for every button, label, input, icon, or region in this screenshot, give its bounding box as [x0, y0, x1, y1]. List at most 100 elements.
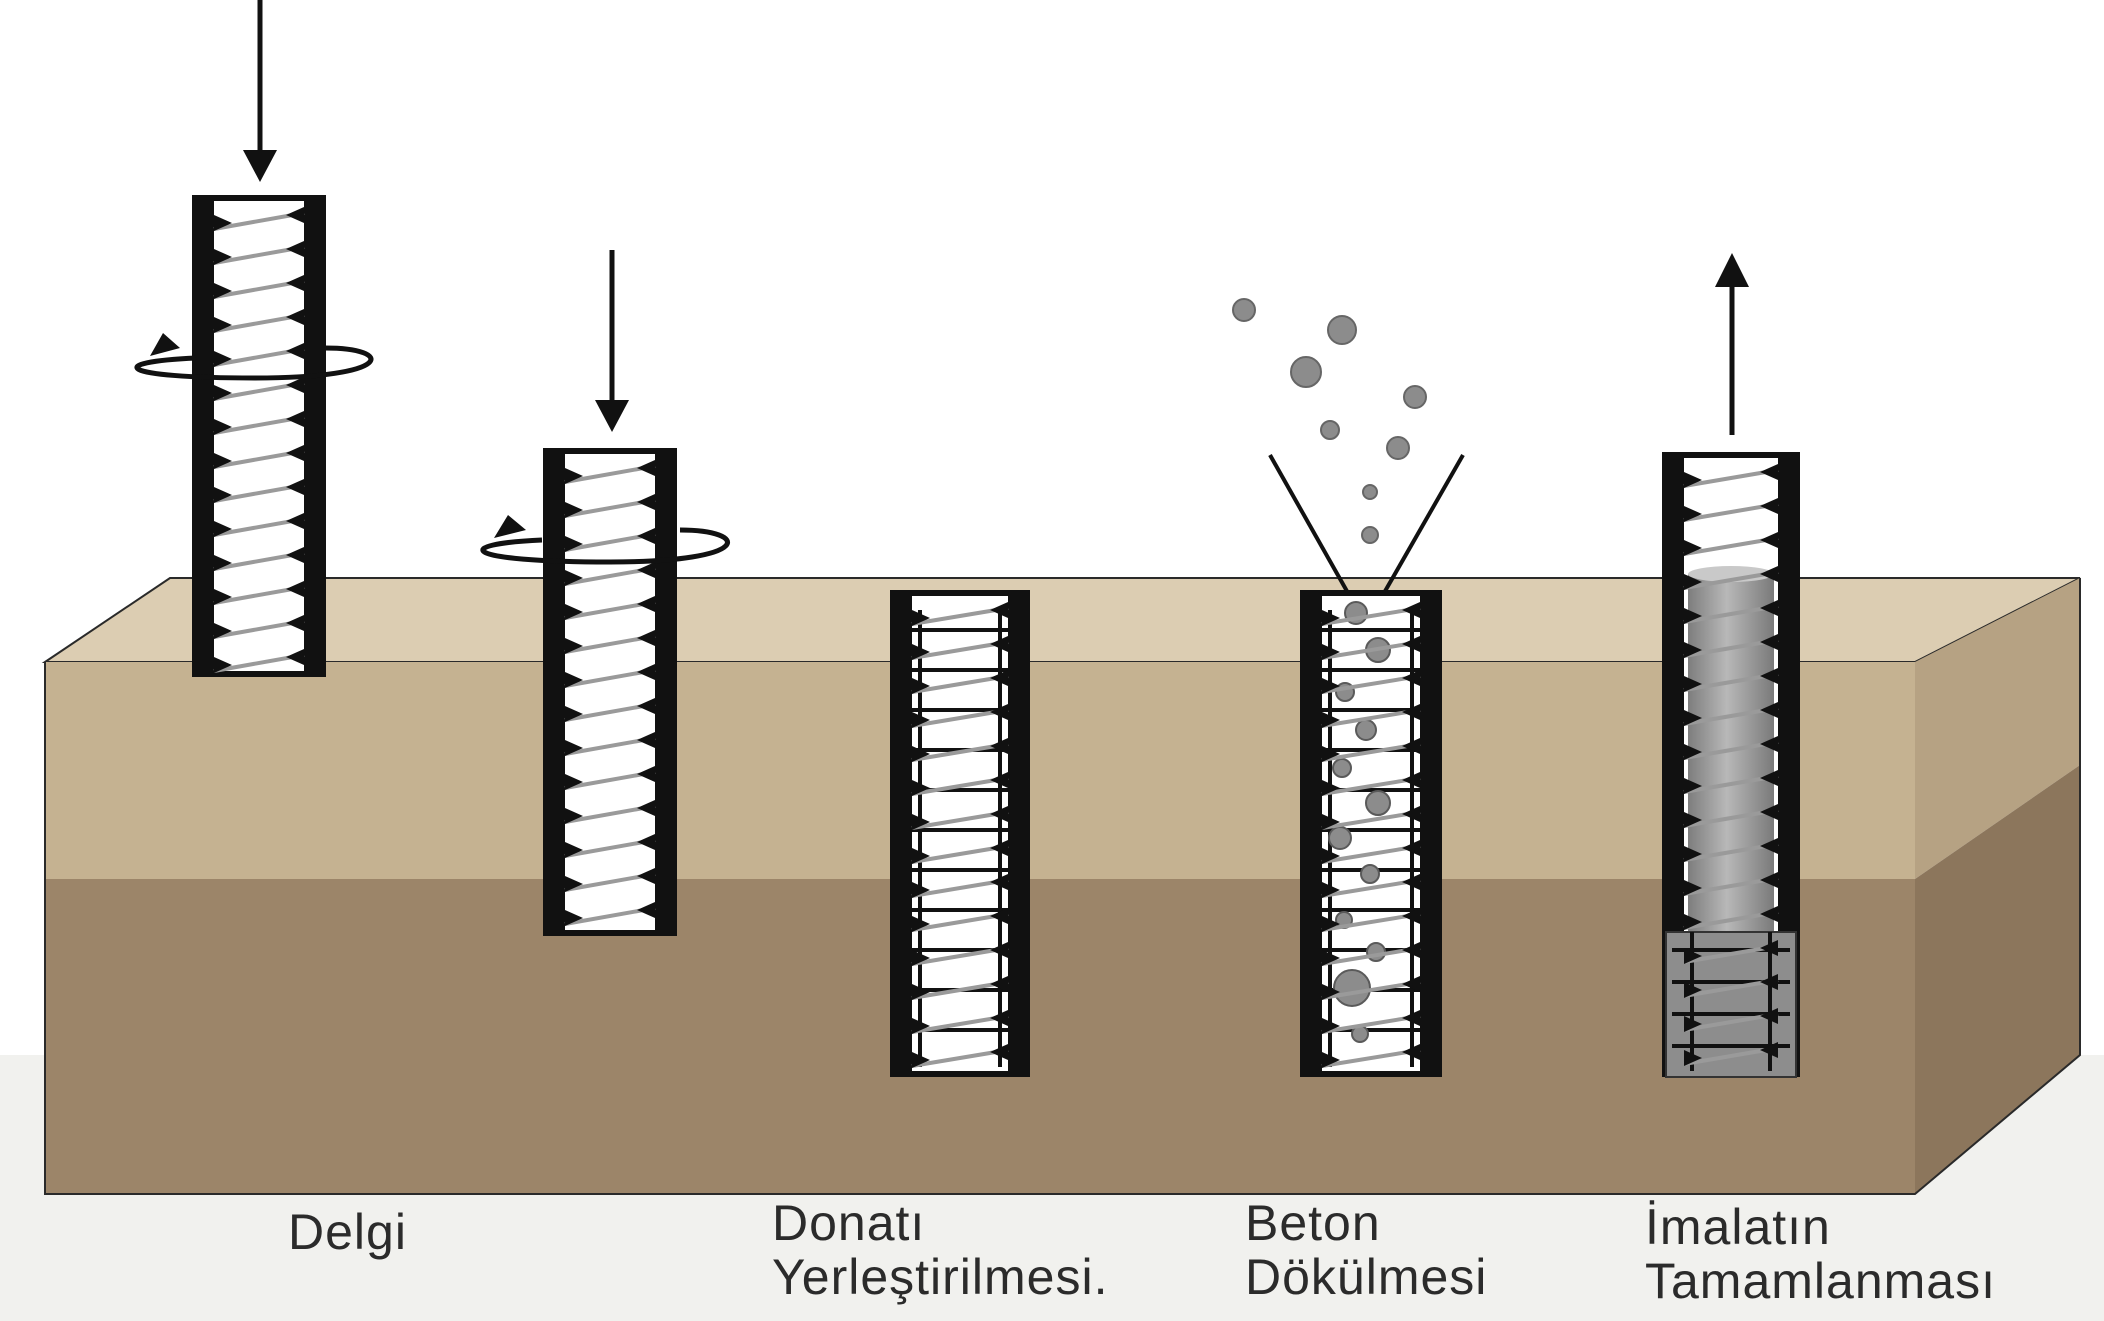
auger-tooth	[1322, 984, 1340, 1000]
auger-tooth	[1760, 566, 1778, 582]
auger-tooth	[1684, 846, 1702, 862]
auger-tooth	[1684, 812, 1702, 828]
auger-tooth	[1402, 1044, 1420, 1060]
auger-tooth	[214, 555, 232, 571]
auger-tooth	[1322, 712, 1340, 728]
auger-tooth	[1760, 804, 1778, 820]
concrete-funnel	[1268, 454, 1465, 594]
auger-tooth	[637, 630, 655, 646]
auger-tooth	[565, 468, 583, 484]
step-label-beton: Beton Dökülmesi	[1245, 1196, 1487, 1304]
auger-tooth	[286, 479, 304, 495]
auger-tooth	[1684, 982, 1702, 998]
concrete-drop-icon	[1362, 484, 1378, 500]
step-label-line: Delgi	[288, 1204, 407, 1260]
auger-tooth	[912, 848, 930, 864]
auger-tooth	[1760, 668, 1778, 684]
aggregate-particle	[1328, 826, 1352, 850]
ground-right-side-upper	[1915, 578, 2080, 879]
auger-tooth	[1760, 1008, 1778, 1024]
step-label-donati: Donatı Yerleştirilmesi.	[772, 1196, 1108, 1304]
auger-tooth	[286, 343, 304, 359]
auger-tooth	[1760, 1042, 1778, 1058]
auger-tooth	[912, 814, 930, 830]
ground-right-side-lower	[1915, 765, 2080, 1194]
auger-tooth	[912, 950, 930, 966]
auger-tooth	[565, 570, 583, 586]
aggregate-particle	[1365, 790, 1391, 816]
auger-tooth	[565, 876, 583, 892]
auger-core	[565, 454, 655, 930]
auger-tooth	[1322, 882, 1340, 898]
auger-tooth	[990, 976, 1008, 992]
auger-tooth	[1684, 506, 1702, 522]
auger-tooth	[990, 908, 1008, 924]
auger-tooth	[214, 521, 232, 537]
auger-tooth	[990, 636, 1008, 652]
auger-imalat	[1662, 452, 1800, 1078]
auger-tooth	[912, 780, 930, 796]
auger-tooth	[1402, 602, 1420, 618]
auger-tooth	[286, 241, 304, 257]
auger-tooth	[1402, 874, 1420, 890]
auger-tooth	[637, 732, 655, 748]
auger-tooth	[990, 942, 1008, 958]
auger-tooth	[1402, 908, 1420, 924]
auger-tooth	[286, 275, 304, 291]
auger-tooth	[1402, 636, 1420, 652]
auger-tooth	[990, 704, 1008, 720]
auger-tooth	[1684, 642, 1702, 658]
auger-tooth	[990, 772, 1008, 788]
rotation-arrow-icon	[480, 515, 730, 565]
auger-tooth	[214, 249, 232, 265]
auger-tooth	[214, 385, 232, 401]
auger-tooth	[912, 746, 930, 762]
auger-tooth	[565, 740, 583, 756]
auger-tooth	[1402, 738, 1420, 754]
auger-tooth	[565, 502, 583, 518]
auger-tooth	[214, 453, 232, 469]
auger-tooth	[1684, 1016, 1702, 1032]
aggregate-particle	[1332, 758, 1352, 778]
auger-tooth	[1684, 608, 1702, 624]
step-label-delgi: Delgi	[288, 1205, 407, 1259]
ground-outline	[44, 578, 2081, 1195]
auger-tooth	[565, 604, 583, 620]
concrete-drop-icon	[1403, 385, 1427, 409]
auger-tooth	[1322, 644, 1340, 660]
auger-tooth	[637, 834, 655, 850]
auger-tooth	[1760, 702, 1778, 718]
auger-tooth	[1684, 778, 1702, 794]
auger-tooth	[565, 842, 583, 858]
auger-tooth	[1402, 976, 1420, 992]
auger-tooth	[1760, 498, 1778, 514]
auger-tooth	[637, 562, 655, 578]
auger-tooth	[1684, 574, 1702, 590]
auger-tooth	[637, 766, 655, 782]
auger-tooth	[912, 916, 930, 932]
auger-tooth	[1760, 736, 1778, 752]
auger-donati-drilling	[543, 448, 677, 936]
auger-delgi	[192, 195, 326, 677]
auger-tooth	[214, 589, 232, 605]
auger-tooth	[1322, 1018, 1340, 1034]
auger-tooth	[1684, 744, 1702, 760]
auger-tooth	[1402, 704, 1420, 720]
auger-tooth	[1760, 974, 1778, 990]
step-label-line: Beton	[1245, 1195, 1381, 1251]
auger-tooth	[286, 649, 304, 665]
aggregate-particle	[1360, 864, 1380, 884]
auger-tooth	[1402, 670, 1420, 686]
auger-tooth	[1684, 676, 1702, 692]
step-label-line: Dökülmesi	[1245, 1249, 1488, 1305]
concrete-drops	[1232, 298, 1427, 544]
auger-tooth	[912, 882, 930, 898]
auger-tooth	[1322, 916, 1340, 932]
auger-tooth	[565, 672, 583, 688]
auger-tooth	[286, 309, 304, 325]
auger-tooth	[990, 670, 1008, 686]
rotation-arrow-icon	[134, 333, 374, 381]
auger-tooth	[1760, 872, 1778, 888]
auger-tooth	[637, 494, 655, 510]
